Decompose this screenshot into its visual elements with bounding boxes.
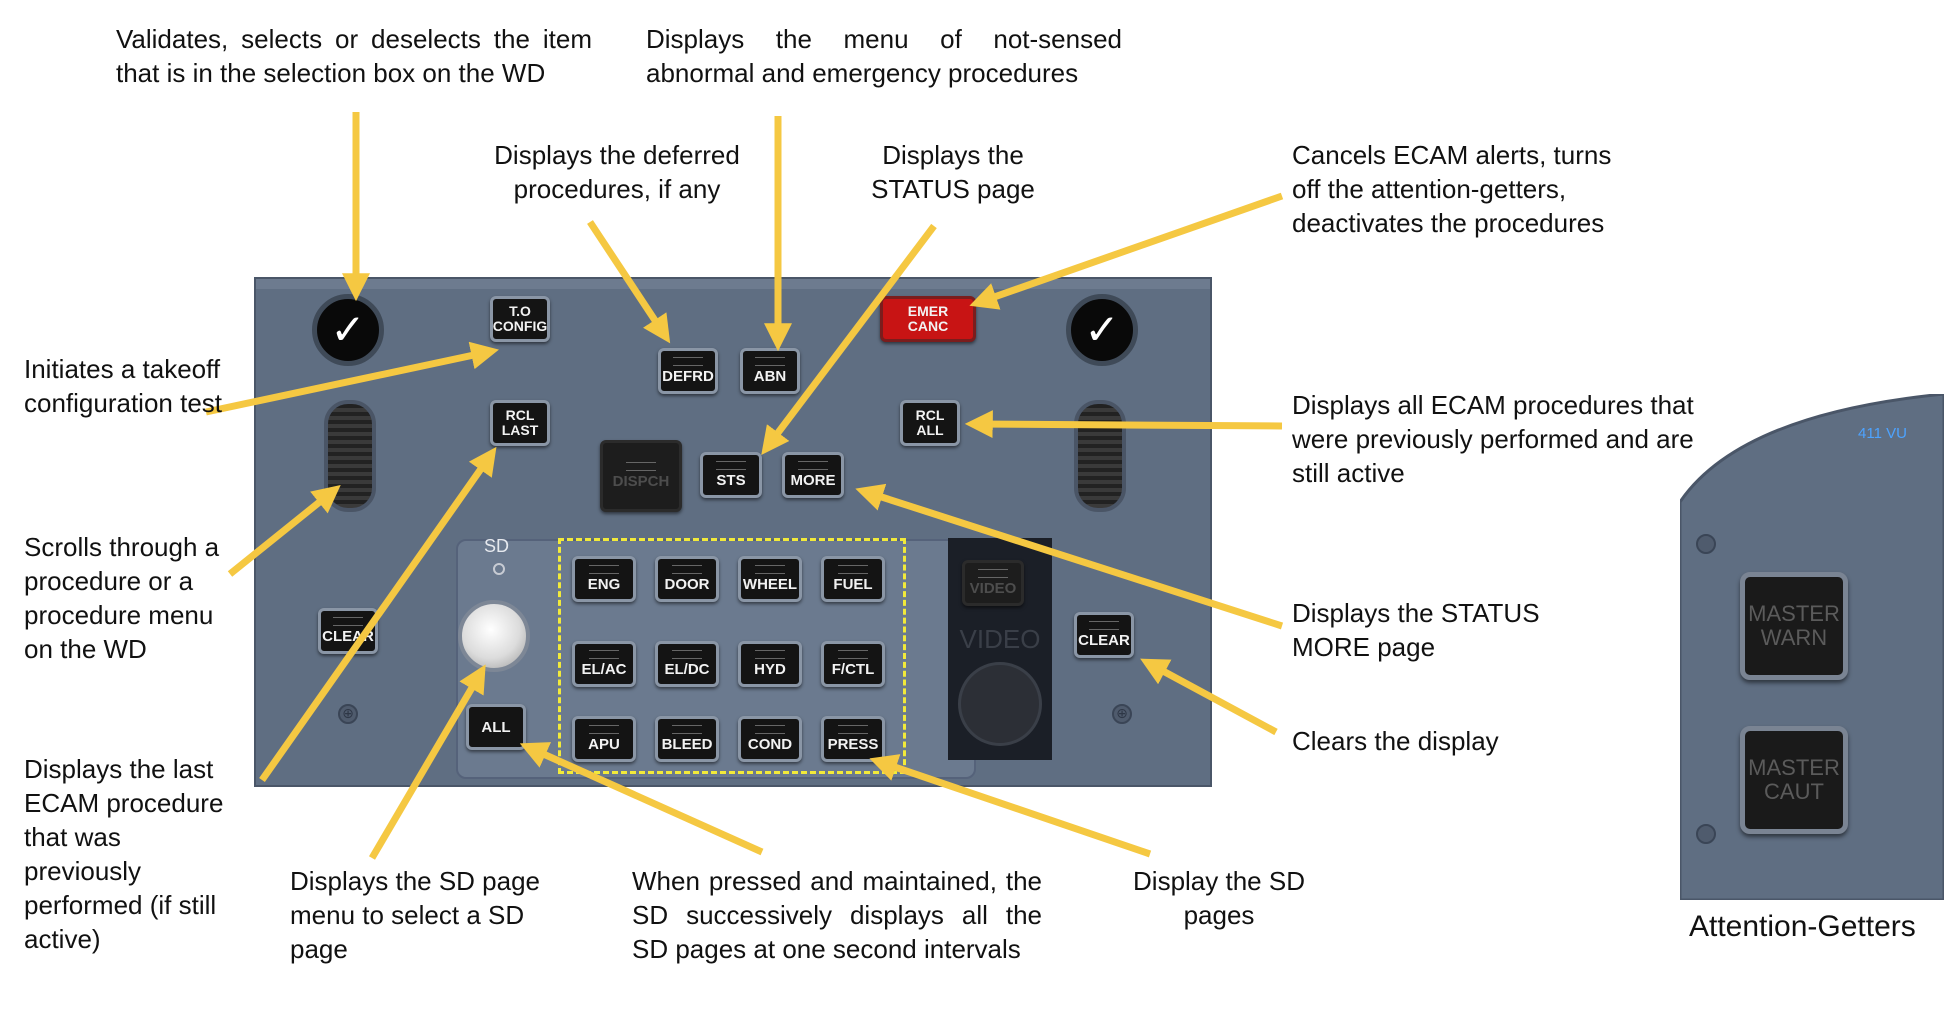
annotation-scroll: Scrolls through a procedure or a procedu… (24, 532, 220, 664)
annotation-status: Displays the STATUS page (871, 140, 1035, 204)
screw-icon (1696, 824, 1716, 844)
sd-page-button-el-ac[interactable]: EL/AC (572, 641, 636, 687)
sd-page-button-el-dc[interactable]: EL/DC (655, 641, 719, 687)
screw-icon (1696, 534, 1716, 554)
annotation-takeoff: Initiates a takeoff configuration test (24, 354, 223, 418)
sd-page-button-hyd[interactable]: HYD (738, 641, 802, 687)
check-validate-left-knob[interactable]: ✓ (312, 294, 384, 366)
sd-page-button-bleed[interactable]: BLEED (655, 716, 719, 762)
panel-id-label: 411 VU (1858, 425, 1907, 442)
sd-page-button-apu[interactable]: APU (572, 716, 636, 762)
sd-label: SD (484, 536, 510, 556)
sts-button[interactable]: STS (700, 452, 762, 498)
check-validate-right-knob[interactable]: ✓ (1066, 294, 1138, 366)
screw-icon: ⊕ (1112, 704, 1132, 724)
annotation-recall-all: Displays all ECAM procedures that were p… (1292, 390, 1694, 488)
annotation-status-more: Displays the STATUS MORE page (1292, 598, 1540, 662)
dispch-button[interactable]: DISPCH (600, 440, 682, 512)
sd-page-button-f-ctl[interactable]: F/CTL (821, 641, 885, 687)
sd-page-button-eng[interactable]: ENG (572, 556, 636, 602)
annotation-deferred: Displays the deferred procedures, if any (494, 140, 740, 204)
annotation-cancel: Cancels ECAM alerts, turns off the atten… (1292, 140, 1612, 238)
annotation-validate: Validates, selects or deselects the item… (116, 24, 592, 88)
master-warn-button[interactable]: MASTER WARN (1740, 572, 1848, 680)
annotation-clear: Clears the display (1292, 726, 1499, 756)
annotation-sd-menu: Displays the SD page menu to select a SD… (290, 866, 541, 964)
sd-page-button-wheel[interactable]: WHEEL (738, 556, 802, 602)
scroll-wheel-left[interactable] (324, 400, 376, 512)
screw-icon: ⊕ (338, 704, 358, 724)
video-label: VIDEO (959, 624, 1041, 654)
defrd-button[interactable]: DEFRD (658, 348, 718, 394)
attention-getters-caption: Attention-Getters (1689, 910, 1916, 943)
annotation-sd-pages: Display the SD pages (1133, 866, 1305, 930)
sd-page-button-cond[interactable]: COND (738, 716, 802, 762)
clear-left-button[interactable]: CLEAR (318, 608, 378, 654)
annotation-recall-last: Displays the last ECAM procedure that wa… (24, 754, 224, 954)
video-panel: VIDEO VIDEO (948, 538, 1052, 760)
annotation-abn-menu: Displays the menu of not-sensed abnormal… (646, 24, 1122, 88)
sd-page-button-fuel[interactable]: FUEL (821, 556, 885, 602)
all-button[interactable]: ALL (466, 704, 526, 750)
scroll-wheel-right[interactable] (1074, 400, 1126, 512)
master-caut-button[interactable]: MASTER CAUT (1740, 726, 1848, 834)
video-button[interactable]: VIDEO (962, 560, 1024, 606)
sd-indicator-light (493, 563, 505, 575)
annotation-all: When pressed and maintained, the SD succ… (632, 866, 1042, 964)
video-knob[interactable] (958, 662, 1042, 746)
abn-button[interactable]: ABN (740, 348, 800, 394)
panel-top-edge (256, 279, 1210, 289)
clear-right-button[interactable]: CLEAR (1074, 612, 1134, 658)
sd-knob[interactable] (458, 600, 530, 672)
sd-page-button-door[interactable]: DOOR (655, 556, 719, 602)
sd-page-button-press[interactable]: PRESS (821, 716, 885, 762)
more-button[interactable]: MORE (782, 452, 844, 498)
